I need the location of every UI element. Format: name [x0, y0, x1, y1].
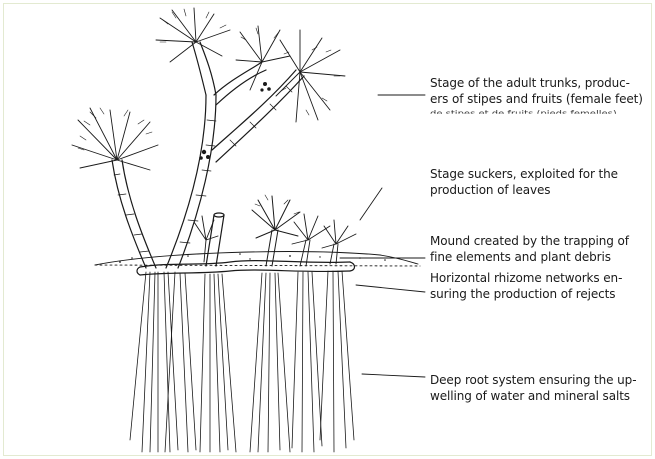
- sucker-4: [322, 220, 356, 264]
- label-rhizome: Horizontal rhizome networks en- suring t…: [430, 271, 622, 302]
- sucker-2: [252, 195, 300, 266]
- left-crown: [72, 108, 158, 170]
- main-crown-right: [276, 30, 345, 122]
- label-adult-trunks-line-1: Stage of the adult trunks, produc-: [430, 76, 643, 92]
- label-mound-line-2: fine elements and plant debris: [430, 250, 629, 266]
- main-crown-left: [156, 8, 230, 62]
- label-mound-line-1: Mound created by the trapping of: [430, 234, 629, 250]
- label-suckers: Stage suckers, exploited for the product…: [430, 167, 618, 198]
- label-suckers-line-1: Stage suckers, exploited for the: [430, 167, 618, 183]
- sucker-3: [292, 214, 330, 266]
- label-roots-line-1: Deep root system ensuring the up-: [430, 373, 636, 389]
- label-adult-trunks: Stage of the adult trunks, produc- ers o…: [430, 76, 643, 107]
- main-crown-middle: [236, 26, 290, 90]
- label-roots: Deep root system ensuring the up- wellin…: [430, 373, 636, 404]
- label-roots-line-2: welling of water and mineral salts: [430, 389, 636, 405]
- sucker-1: [194, 216, 218, 262]
- left-adult-trunk: [112, 160, 156, 268]
- rhizome: [137, 261, 355, 275]
- label-adult-trunks-line-2: ers of stipes and fruits (female feet): [430, 92, 643, 108]
- main-adult-trunk: [166, 42, 304, 268]
- label-rhizome-line-1: Horizontal rhizome networks en-: [430, 271, 622, 287]
- label-mound: Mound created by the trapping of fine el…: [430, 234, 629, 265]
- label-rhizome-line-2: suring the production of rejects: [430, 287, 622, 303]
- deep-roots: [130, 271, 354, 452]
- label-suckers-line-2: production of leaves: [430, 183, 618, 199]
